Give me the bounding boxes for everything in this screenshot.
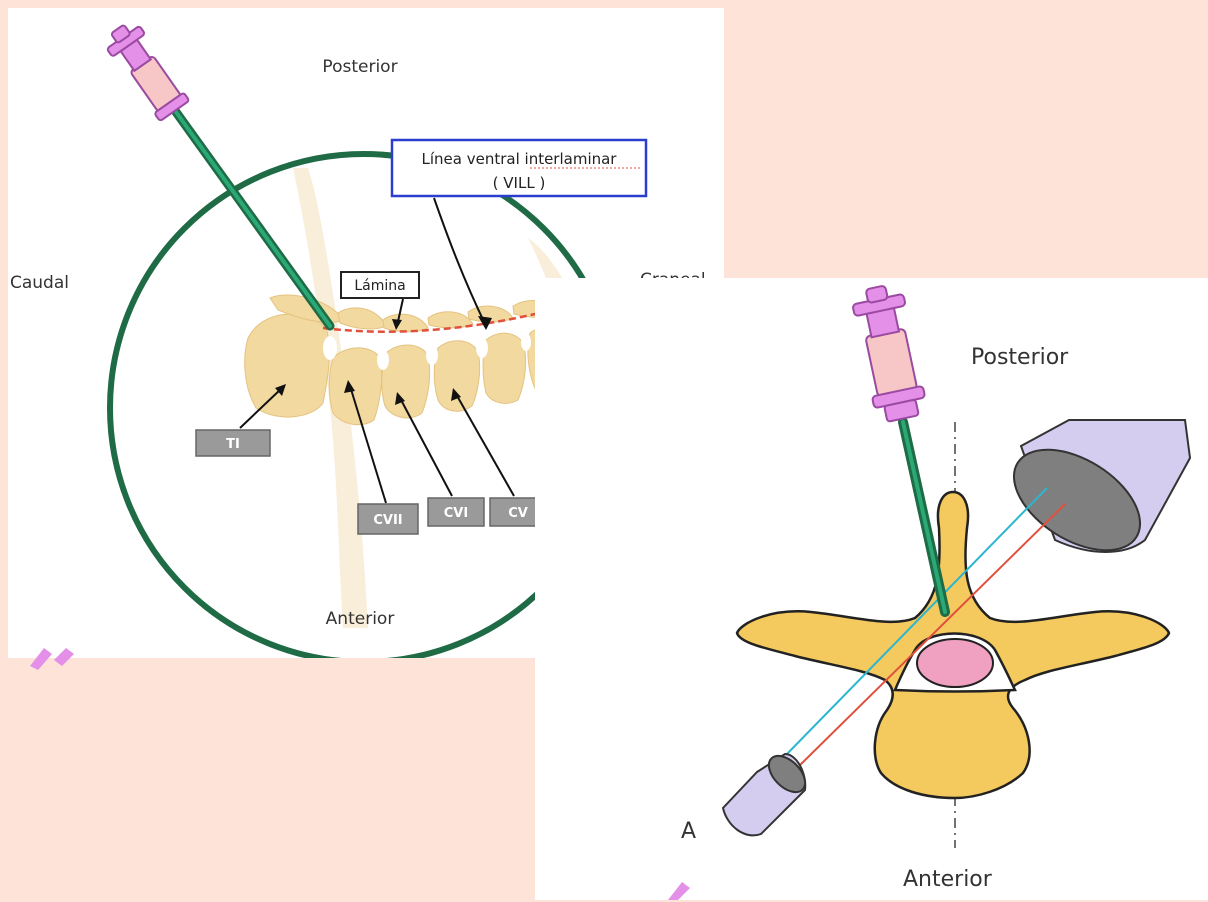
vill-label-line1: Línea ventral interlaminar [422, 150, 618, 168]
lamina-3 [383, 314, 428, 332]
vertebra-cvii [329, 348, 381, 425]
vertebra-cv [434, 341, 479, 411]
tag-cvi: CVI [444, 506, 468, 521]
tag-cv: CV [508, 506, 528, 521]
label-posterior-axial: Posterior [971, 345, 1069, 370]
transducer-upper [996, 420, 1190, 571]
foramen-4 [476, 338, 488, 358]
vill-label-line2: ( VILL ) [493, 174, 546, 192]
foramen-2 [377, 350, 389, 370]
label-anterior-axial: Anterior [903, 867, 993, 892]
foramen-5 [521, 333, 531, 351]
foramen-1 [323, 336, 337, 360]
syringe-fragment-bottom [660, 878, 700, 902]
tag-cvii: CVII [373, 513, 402, 528]
syringe-1 [101, 18, 191, 123]
label-posterior: Posterior [322, 57, 397, 77]
vertebra-c4 [483, 333, 526, 403]
tag-ti: TI [226, 437, 240, 452]
foramen-3 [426, 345, 438, 365]
axial-diagram-panel: Posterior Anterior A [535, 278, 1208, 900]
lamina-2 [338, 308, 386, 329]
vertebra-ti [245, 314, 330, 417]
spinal-cord [917, 639, 993, 687]
panel-letter: A [681, 819, 696, 844]
label-caudal: Caudal [10, 273, 69, 293]
axial-diagram: Posterior Anterior A [535, 278, 1208, 900]
label-anterior: Anterior [326, 609, 395, 629]
cv-pointer-arrow [456, 394, 514, 496]
lamina-label: Lámina [354, 278, 405, 294]
syringe-fragment-left [22, 642, 82, 672]
cvi-pointer-arrow [400, 398, 452, 496]
transducer-lower [723, 749, 812, 835]
syringe-2 [850, 282, 929, 424]
vertebrae-column [245, 295, 572, 425]
